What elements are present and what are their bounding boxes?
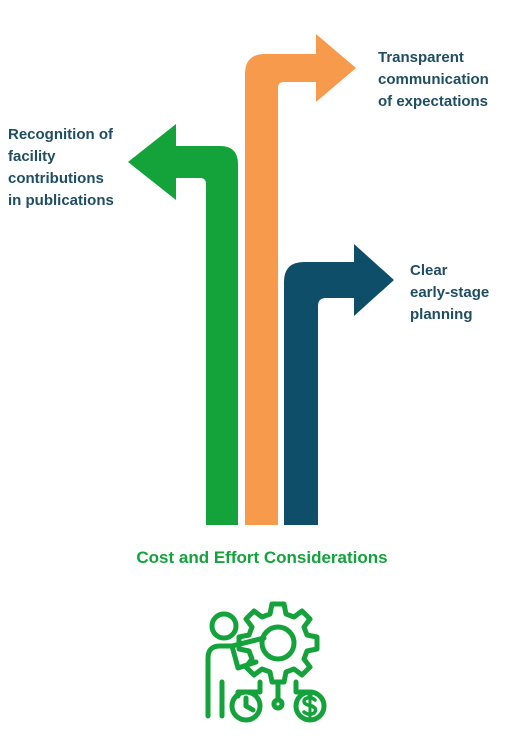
recognition-label-line: contributions [8,170,104,187]
person-icon [205,611,267,719]
gear-icon [236,601,320,685]
clear-label-line: Clear [410,262,448,279]
transparent-label-line: Transparent [378,49,464,66]
recognition-label-line: facility [8,148,56,165]
diagram-caption: Cost and Effort Considerations [136,548,388,567]
dollar-icon [293,689,327,723]
arrow-clear [284,244,394,525]
clear-label: Clear early-stage planning [410,260,489,326]
arrow-transparent [245,34,356,525]
recognition-label: Recognition of facility contributions in… [8,124,114,212]
clear-label-line: planning [410,306,473,323]
arrow-recognition [128,124,238,525]
transparent-label-line: communication [378,71,489,88]
recognition-label-line: Recognition of [8,126,113,143]
transparent-label: Transparent communication of expectation… [378,47,489,113]
transparent-label-line: of expectations [378,93,489,110]
clear-label-line: early-stage [410,284,490,301]
person-gear-clock-dollar-icon [205,601,327,723]
recognition-label-line: in publications [8,192,114,209]
clock-icon [229,689,263,723]
